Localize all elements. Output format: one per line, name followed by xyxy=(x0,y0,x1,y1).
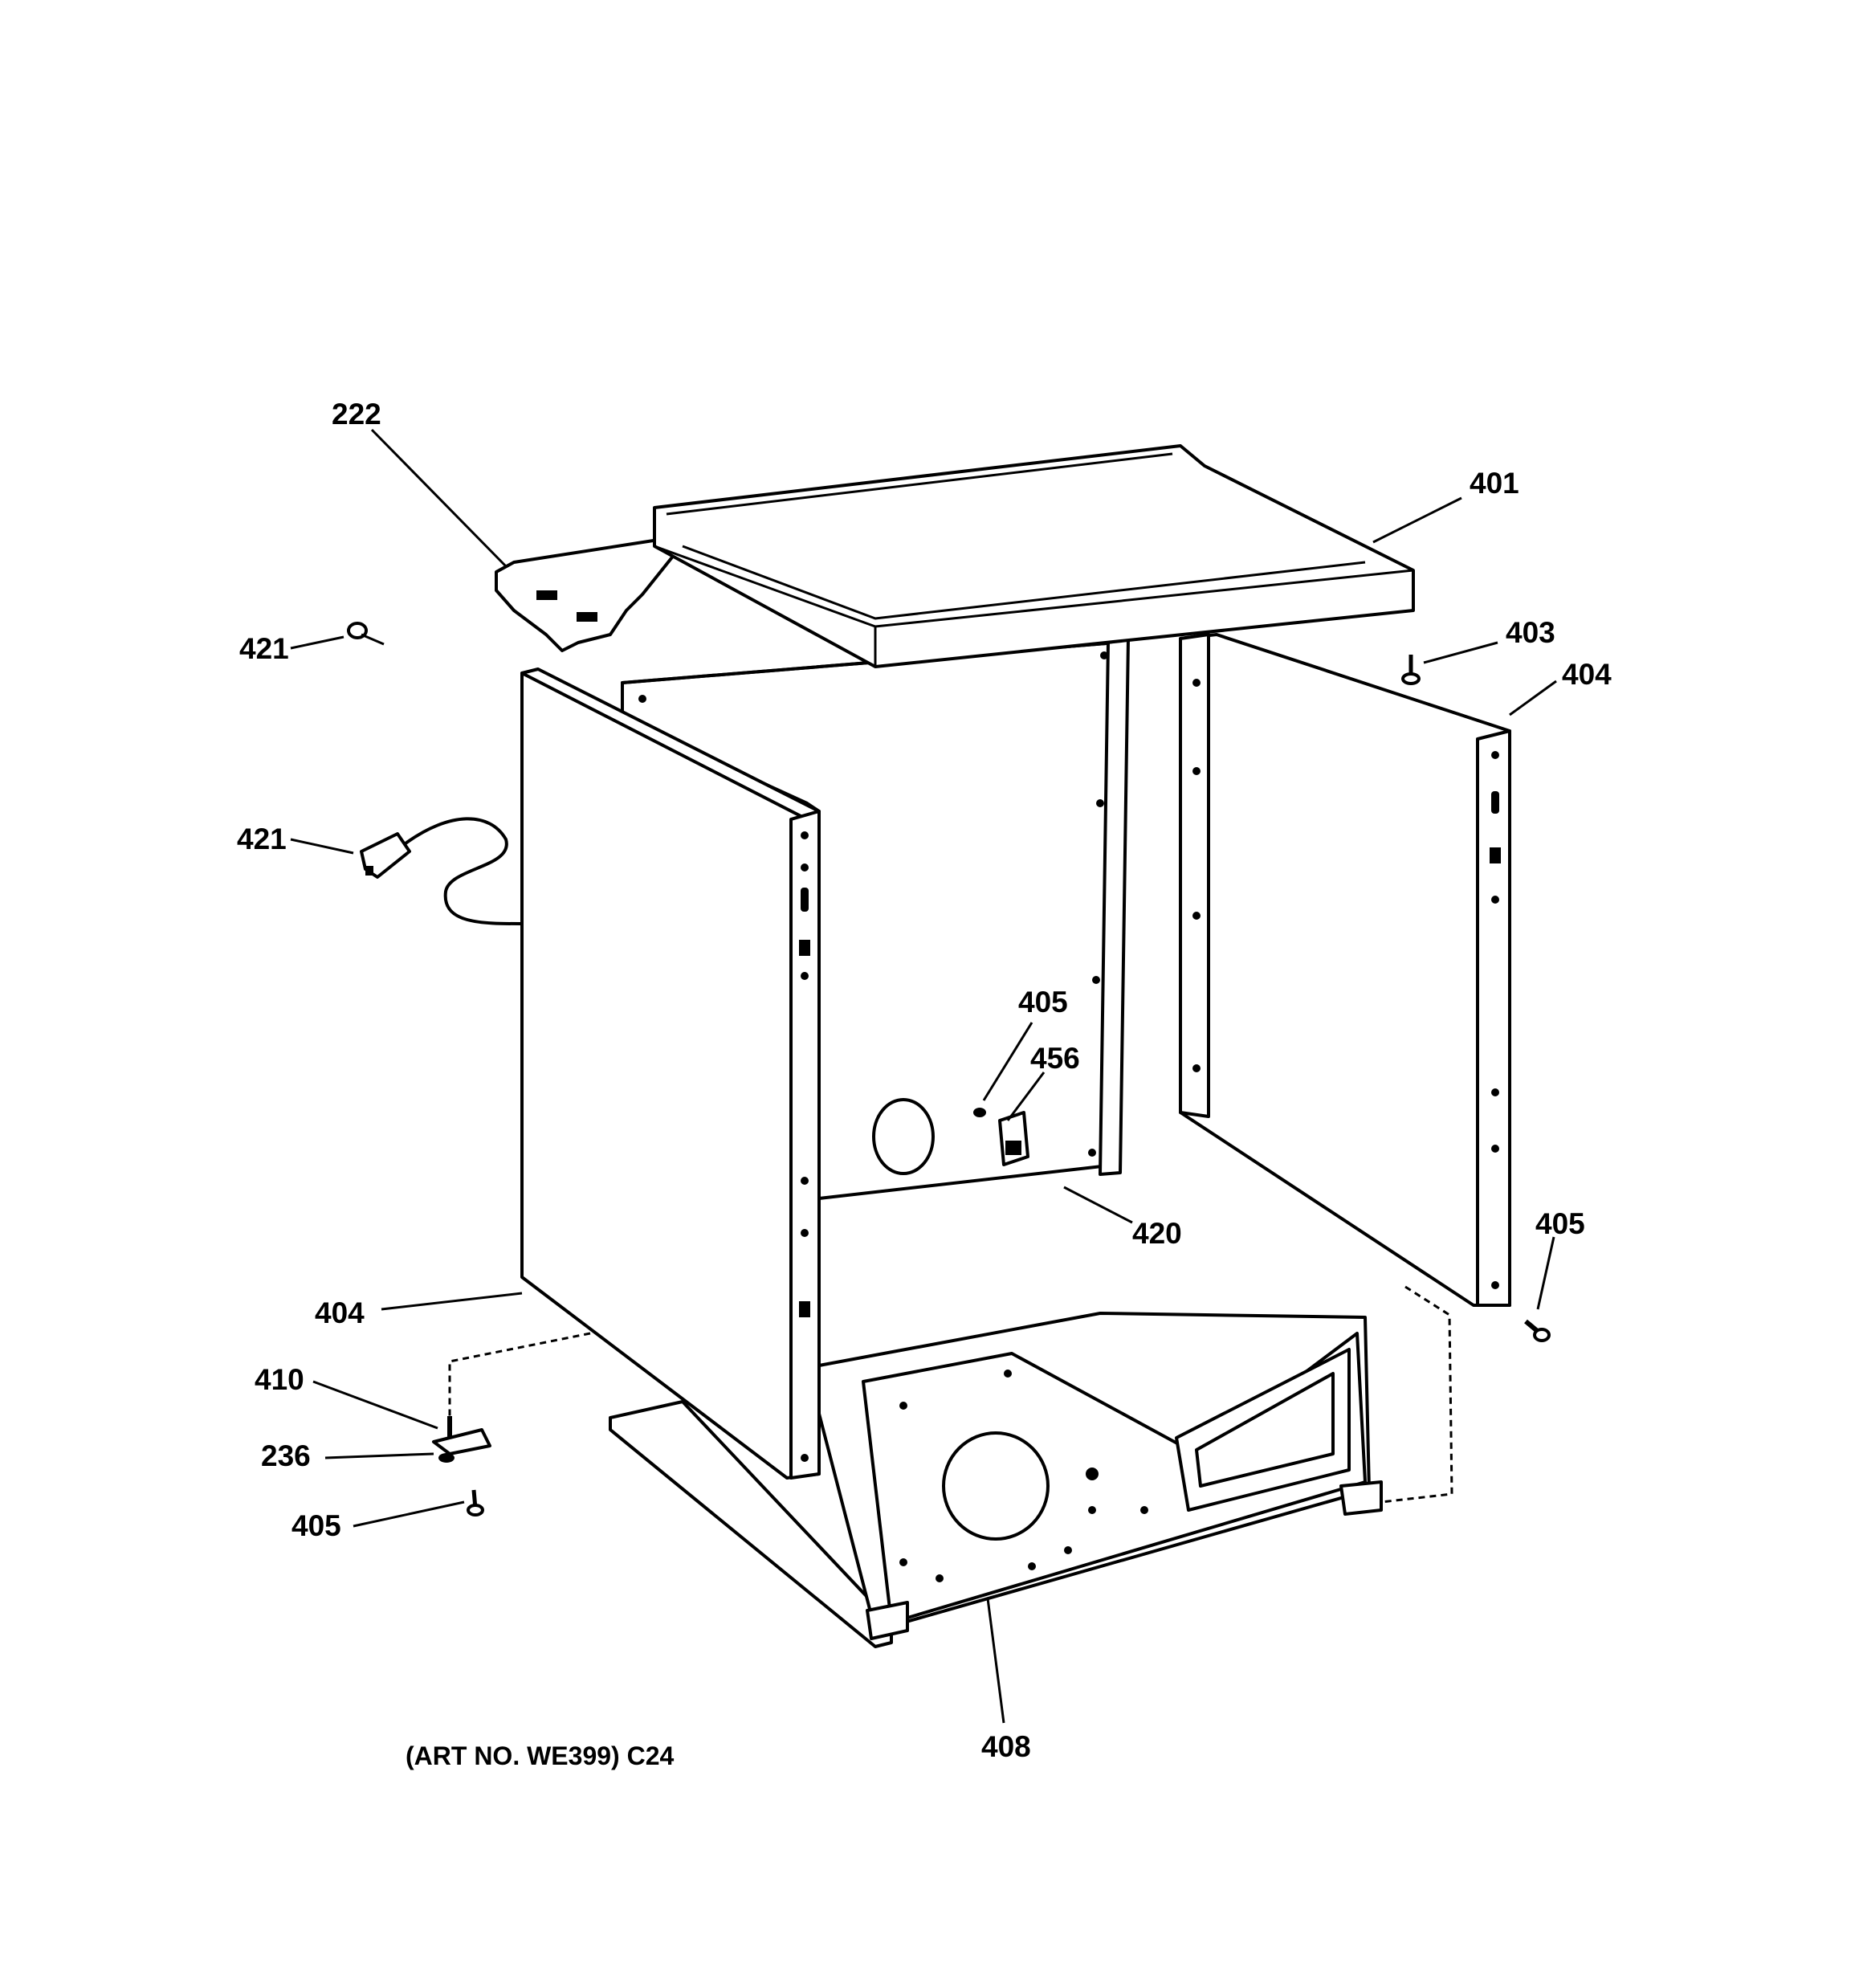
callout-labels: 222 401 421 421 403 404 405 456 420 405 … xyxy=(237,398,1612,1763)
callout-420: 420 xyxy=(1132,1217,1182,1250)
callout-236: 236 xyxy=(261,1439,311,1472)
callout-456: 456 xyxy=(1030,1042,1080,1075)
callout-421-screw: 421 xyxy=(239,632,289,665)
screw-405-lower xyxy=(467,1489,484,1517)
callout-403: 403 xyxy=(1506,616,1555,649)
leader-lines xyxy=(290,428,1557,1724)
base-frame xyxy=(609,1312,1383,1648)
callout-405-lower: 405 xyxy=(291,1509,341,1542)
callout-421-cord: 421 xyxy=(237,823,287,855)
callout-405-upper: 405 xyxy=(1018,986,1068,1018)
callout-410: 410 xyxy=(255,1363,304,1396)
assembly-lines xyxy=(448,1285,1453,1504)
side-panel-left xyxy=(520,667,821,1480)
screw-421 xyxy=(347,622,385,646)
clip-456 xyxy=(998,1111,1029,1166)
screw-405-right xyxy=(1524,1319,1551,1342)
callout-404-right: 404 xyxy=(1562,658,1612,691)
callout-408: 408 xyxy=(981,1730,1031,1763)
leveling-leg xyxy=(432,1416,491,1463)
art-number-caption: (ART NO. WE399) C24 xyxy=(406,1741,674,1770)
callout-405-right: 405 xyxy=(1535,1207,1585,1240)
callout-401: 401 xyxy=(1470,467,1519,500)
power-cord xyxy=(360,817,523,925)
side-panel-right xyxy=(1179,633,1511,1307)
callout-222: 222 xyxy=(332,398,381,431)
screw-403 xyxy=(1401,655,1421,685)
callout-404-left: 404 xyxy=(315,1296,365,1329)
screw-405-upper xyxy=(973,1108,986,1117)
top-cover xyxy=(653,444,1415,668)
